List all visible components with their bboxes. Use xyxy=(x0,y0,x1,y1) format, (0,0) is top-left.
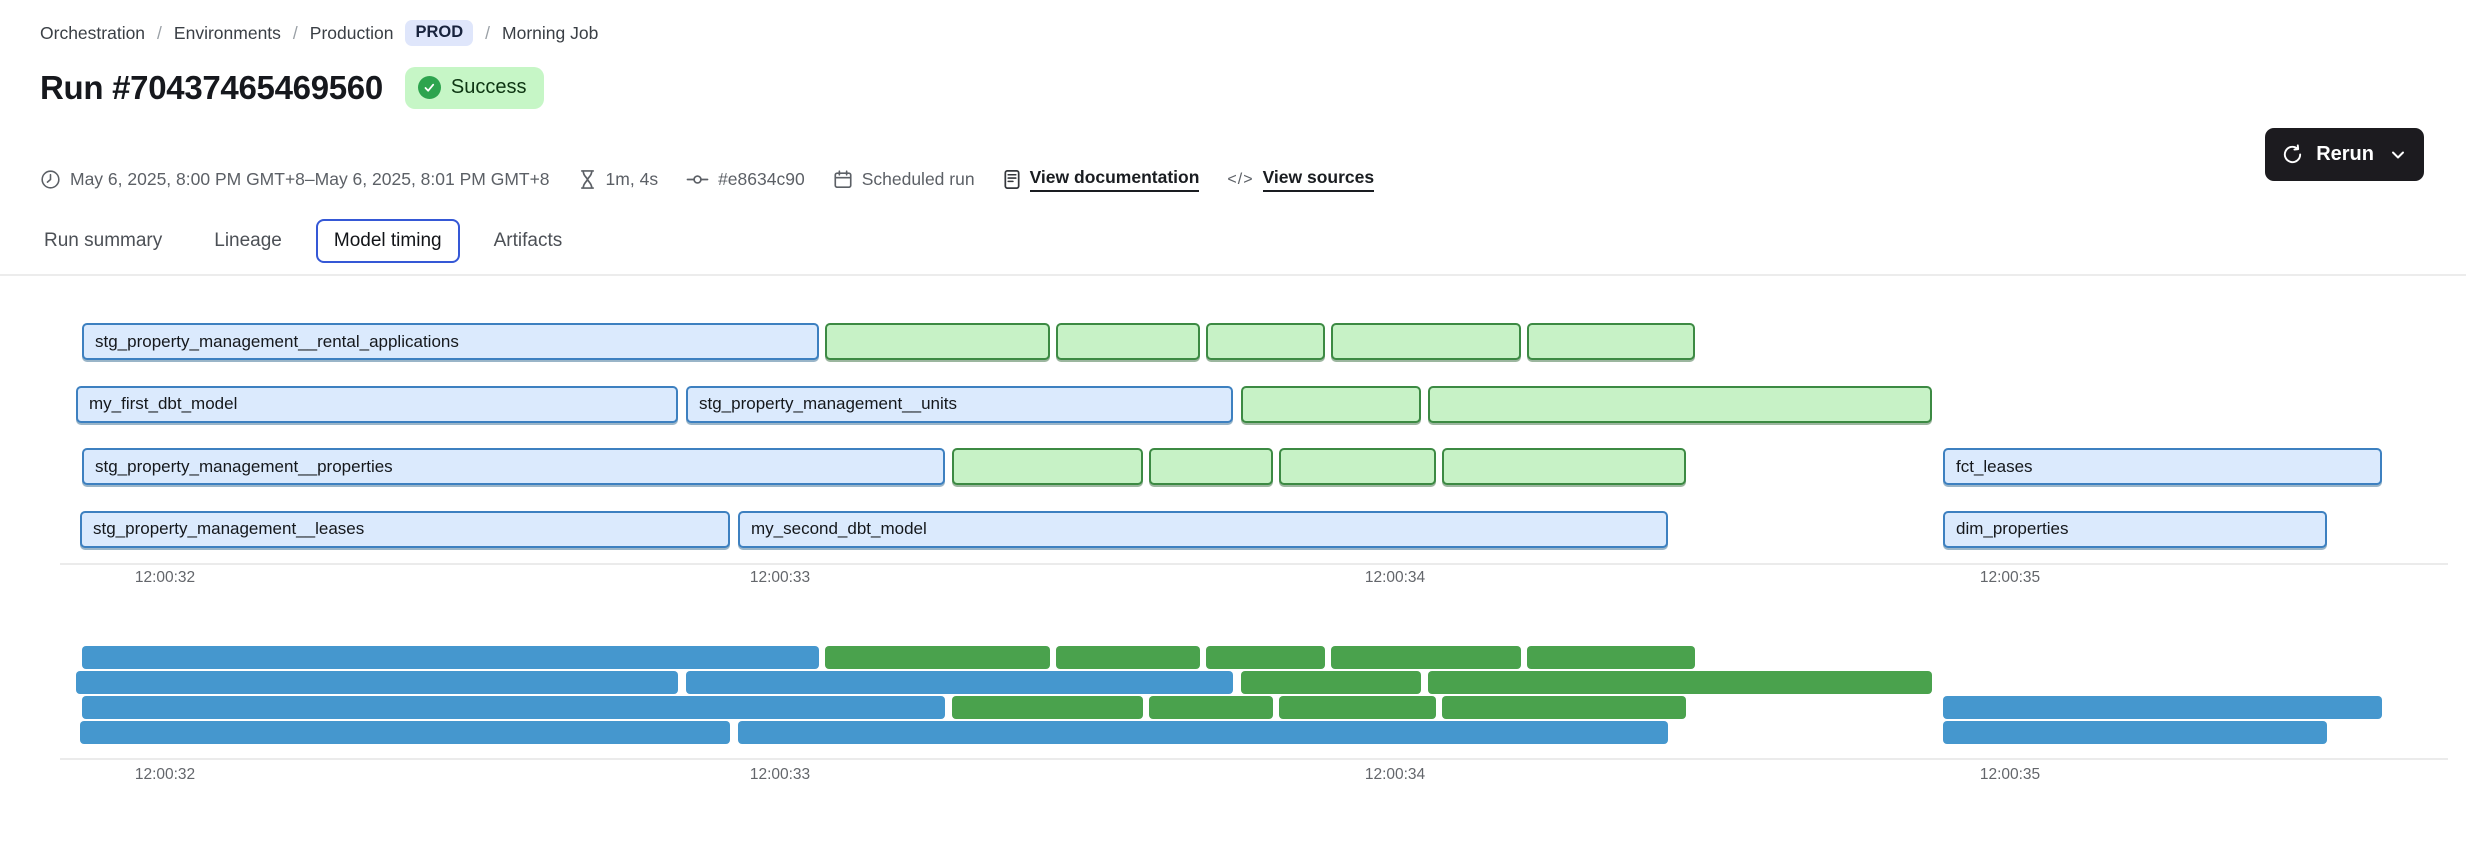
run-duration: 1m, 4s xyxy=(578,169,658,190)
success-check-icon xyxy=(417,76,441,99)
minimap-axis-tick-label: 12:00:34 xyxy=(1364,766,1426,783)
breadcrumb-separator: / xyxy=(485,22,491,43)
status-badge: Success xyxy=(404,67,544,109)
gantt-bar-green[interactable] xyxy=(1527,323,1695,360)
run-meta-row: May 6, 2025, 8:00 PM GMT+8–May 6, 2025, … xyxy=(40,167,2426,192)
minimap-bar[interactable] xyxy=(1279,696,1436,719)
breadcrumb-separator: / xyxy=(292,22,298,43)
main-axis-line xyxy=(60,563,2448,565)
main-axis-tick-label: 12:00:32 xyxy=(134,569,196,586)
minimap-bar[interactable] xyxy=(952,696,1143,719)
minimap-bar[interactable] xyxy=(1527,646,1695,669)
breadcrumb-production[interactable]: Production xyxy=(309,22,394,43)
minimap-bar[interactable] xyxy=(1331,646,1521,669)
gantt-bar-stg_property_management__properties[interactable]: stg_property_management__properties xyxy=(82,448,945,485)
minimap-bar-dim_properties[interactable] xyxy=(1943,721,2327,744)
minimap-bar[interactable] xyxy=(1428,671,1932,694)
gantt-bar-green[interactable] xyxy=(1331,323,1521,360)
minimap-axis-tick-label: 12:00:32 xyxy=(134,766,196,783)
gantt-chart: stg_property_management__rental_applicat… xyxy=(0,291,2466,833)
gantt-bar-stg_property_management__rental_applications[interactable]: stg_property_management__rental_applicat… xyxy=(82,323,819,360)
main-axis-tick-label: 12:00:35 xyxy=(1979,569,2041,586)
run-time-range: May 6, 2025, 8:00 PM GMT+8–May 6, 2025, … xyxy=(40,169,550,190)
gantt-bar-green[interactable] xyxy=(825,323,1050,360)
status-label: Success xyxy=(450,76,527,98)
gantt-bar-fct_leases[interactable]: fct_leases xyxy=(1943,448,2382,485)
environment-badge: PROD xyxy=(405,20,474,46)
gantt-bar-dim_properties[interactable]: dim_properties xyxy=(1943,510,2327,548)
minimap-bar-stg_property_management__rental_applications[interactable] xyxy=(82,646,819,669)
minimap-bar-stg_property_management__leases[interactable] xyxy=(80,721,730,744)
minimap-bar[interactable] xyxy=(1241,671,1421,694)
view-sources-link[interactable]: View sources xyxy=(1262,167,1375,192)
gantt-bar-green[interactable] xyxy=(1206,323,1325,360)
title-row: Run #70437465469560 Success xyxy=(40,67,2426,109)
minimap-axis-tick-label: 12:00:33 xyxy=(749,766,811,783)
tab-artifacts[interactable]: Artifacts xyxy=(493,230,563,251)
breadcrumb: Orchestration / Environments / Productio… xyxy=(0,0,2466,46)
main-axis-tick-label: 12:00:34 xyxy=(1364,569,1426,586)
gantt-bar-my_first_dbt_model[interactable]: my_first_dbt_model xyxy=(76,385,678,423)
view-documentation[interactable]: View documentation xyxy=(1003,167,1200,192)
tabs-separator xyxy=(0,274,2466,276)
chevron-down-icon[interactable] xyxy=(2390,147,2406,163)
minimap-bar[interactable] xyxy=(1149,696,1273,719)
breadcrumb-orchestration[interactable]: Orchestration xyxy=(40,22,146,43)
hourglass-icon xyxy=(580,170,594,189)
gantt-bar-green[interactable] xyxy=(1056,323,1200,360)
refresh-icon xyxy=(2281,143,2304,166)
tab-bar: Run summary Lineage Model timing Artifac… xyxy=(26,219,2466,263)
minimap-axis-tick-label: 12:00:35 xyxy=(1979,766,2041,783)
code-icon: </> xyxy=(1227,170,1254,188)
page-title: Run #70437465469560 xyxy=(40,69,383,106)
minimap-bar[interactable] xyxy=(1442,696,1686,719)
commit-icon xyxy=(686,175,709,184)
gantt-bar-my_second_dbt_model[interactable]: my_second_dbt_model xyxy=(738,510,1668,548)
rerun-button[interactable]: Rerun xyxy=(2265,128,2424,181)
rerun-label: Rerun xyxy=(2316,143,2374,165)
clock-icon xyxy=(41,170,60,189)
minimap-axis-line xyxy=(60,758,2448,760)
gantt-bar-stg_property_management__units[interactable]: stg_property_management__units xyxy=(686,385,1233,423)
minimap-bar[interactable] xyxy=(1206,646,1325,669)
main-axis-tick-label: 12:00:33 xyxy=(749,569,811,586)
view-documentation-link[interactable]: View documentation xyxy=(1029,167,1200,192)
minimap-bar-stg_property_management__units[interactable] xyxy=(686,671,1233,694)
minimap-bar-stg_property_management__properties[interactable] xyxy=(82,696,945,719)
breadcrumb-morning-job[interactable]: Morning Job xyxy=(502,22,599,43)
tab-lineage[interactable]: Lineage xyxy=(214,230,282,251)
tab-model-timing[interactable]: Model timing xyxy=(315,219,460,263)
gantt-bar-green[interactable] xyxy=(1149,448,1273,485)
minimap-bar[interactable] xyxy=(1056,646,1200,669)
gantt-bar-green[interactable] xyxy=(1442,448,1686,485)
gantt-bar-stg_property_management__leases[interactable]: stg_property_management__leases xyxy=(80,510,730,548)
document-icon xyxy=(1004,170,1020,189)
run-trigger: Scheduled run xyxy=(833,169,975,190)
tab-run-summary[interactable]: Run summary xyxy=(44,230,163,251)
run-commit: #e8634c90 xyxy=(686,169,805,190)
calendar-icon xyxy=(834,170,852,189)
gantt-bar-green[interactable] xyxy=(1279,448,1436,485)
minimap-bar[interactable] xyxy=(825,646,1050,669)
breadcrumb-environments[interactable]: Environments xyxy=(173,22,281,43)
gantt-bar-green[interactable] xyxy=(1428,385,1932,423)
minimap-bar-my_first_dbt_model[interactable] xyxy=(76,671,678,694)
gantt-bar-green[interactable] xyxy=(952,448,1143,485)
view-sources[interactable]: </> View sources xyxy=(1227,167,1375,192)
minimap-bar-fct_leases[interactable] xyxy=(1943,696,2382,719)
gantt-bar-green[interactable] xyxy=(1241,385,1421,423)
minimap-bar-my_second_dbt_model[interactable] xyxy=(738,721,1668,744)
breadcrumb-separator: / xyxy=(157,22,162,43)
